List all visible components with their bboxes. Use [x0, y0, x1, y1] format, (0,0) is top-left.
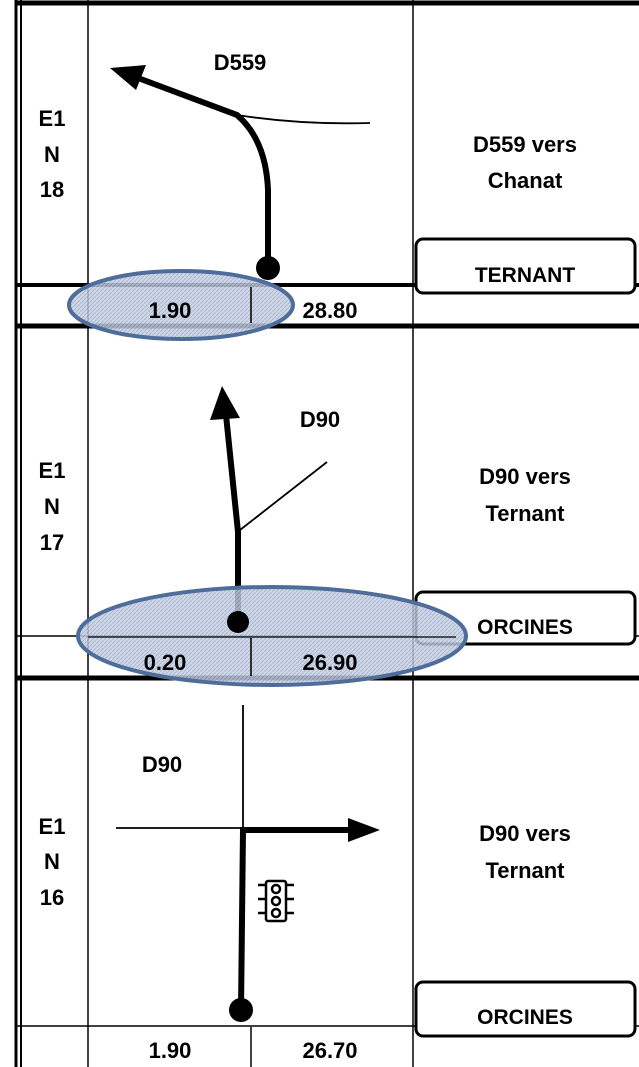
start-dot-icon — [256, 256, 280, 280]
road-label: D90 — [300, 407, 340, 432]
step-code: E1 — [39, 458, 66, 483]
highlight-ellipse — [67, 269, 295, 341]
step-direction: N — [44, 142, 60, 167]
entry-16: E1 N 16 D90 D9 — [39, 705, 637, 1063]
road-label: D559 — [214, 50, 267, 75]
instruction-line-1: D90 vers — [479, 464, 571, 489]
sign-box: ORCINES — [414, 980, 637, 1038]
tulip-diagram: D90 — [210, 386, 340, 620]
partial-distance: 0.20 — [144, 650, 187, 675]
step-number: 17 — [40, 530, 64, 555]
direction-arrowhead-icon — [210, 386, 240, 420]
highlight-ellipse — [76, 585, 468, 687]
total-distance: 26.90 — [302, 650, 357, 675]
sign-text: ORCINES — [477, 616, 573, 639]
total-distance: 28.80 — [302, 298, 357, 323]
start-dot-icon — [229, 998, 253, 1022]
step-code: E1 — [39, 106, 66, 131]
step-label: E1 N 18 — [39, 106, 66, 202]
direction-arrowhead-icon — [110, 65, 146, 90]
instruction: D559 vers Chanat — [473, 132, 577, 193]
crossing-road — [236, 114, 371, 125]
entry-17: E1 N 17 D90 D90 vers Ternant ORCINES 0.2… — [39, 386, 637, 687]
instruction-line-2: Chanat — [488, 168, 563, 193]
table-grid — [14, 0, 639, 1067]
start-dot-icon — [227, 611, 249, 633]
step-label: E1 N 16 — [39, 814, 66, 910]
tulip-diagram: D90 — [116, 705, 380, 1022]
traffic-light-icon — [258, 879, 294, 923]
partial-distance: 1.90 — [149, 1038, 192, 1063]
side-road — [239, 461, 328, 531]
tulip-diagram: D559 — [110, 50, 371, 280]
sign-text: ORCINES — [477, 1006, 573, 1029]
road-label: D90 — [142, 752, 182, 777]
step-number: 18 — [40, 177, 64, 202]
sign-text: TERNANT — [475, 264, 575, 287]
route-line — [136, 75, 271, 268]
entry-18: E1 N 18 D559 D559 vers Chanat TERNANT 1.… — [39, 50, 637, 341]
instruction-line-2: Ternant — [485, 501, 565, 526]
step-label: E1 N 17 — [39, 458, 66, 555]
instruction-line-1: D559 vers — [473, 132, 577, 157]
sign-box: TERNANT — [414, 237, 637, 295]
instruction-line-1: D90 vers — [479, 821, 571, 846]
instruction-line-2: Ternant — [485, 858, 565, 883]
direction-arrowhead-icon — [348, 818, 380, 842]
sign-box-frame — [414, 237, 637, 295]
partial-distance: 1.90 — [149, 298, 192, 323]
instruction: D90 vers Ternant — [479, 821, 571, 883]
total-distance: 26.70 — [302, 1038, 357, 1063]
instruction: D90 vers Ternant — [479, 464, 571, 526]
step-code: E1 — [39, 814, 66, 839]
step-direction: N — [44, 849, 60, 874]
step-direction: N — [44, 494, 60, 519]
route-line — [238, 827, 352, 1011]
sign-box-frame — [414, 980, 637, 1038]
step-number: 16 — [40, 885, 64, 910]
